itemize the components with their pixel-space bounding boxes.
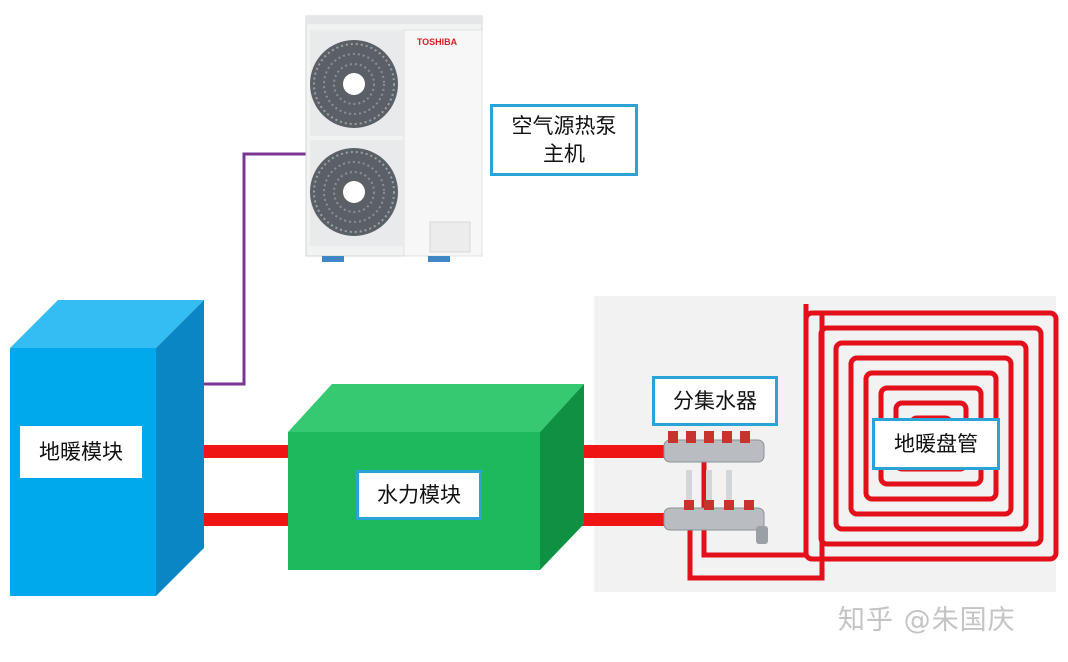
coil-loop [833,340,1029,532]
hydraulic-module-label: 水力模块 [356,470,482,520]
manifold-unit [663,431,768,544]
brand-logo: TOSHIBA [417,37,458,47]
pipe-floor-to-hydraulic-upper [180,445,290,458]
fan-icon [310,140,404,246]
floor-heating-module-text: 地暖模块 [39,440,123,464]
floor-coil-text: 地暖盘管 [894,432,978,456]
manifold-label: 分集水器 [652,376,778,426]
coil-loop [848,355,1014,517]
heat-pump-label-line1: 空气源热泵 [511,114,617,138]
hydraulic-module-text: 水力模块 [377,483,461,507]
heat-pump-label: 空气源热泵 主机 [490,104,638,176]
floor-coil-label: 地暖盘管 [872,418,1000,470]
pipe-floor-to-hydraulic-lower [180,513,290,526]
control-wire [182,152,306,386]
heat-pump-label-line2: 主机 [543,142,585,166]
manifold-return-pipe [687,312,825,581]
floor-heating-module-label: 地暖模块 [20,426,142,478]
watermark: 知乎 @朱国庆 [838,605,1016,636]
fan-icon [310,30,404,136]
heat-pump-unit: TOSHIBA [305,15,483,262]
manifold-text: 分集水器 [673,389,757,413]
